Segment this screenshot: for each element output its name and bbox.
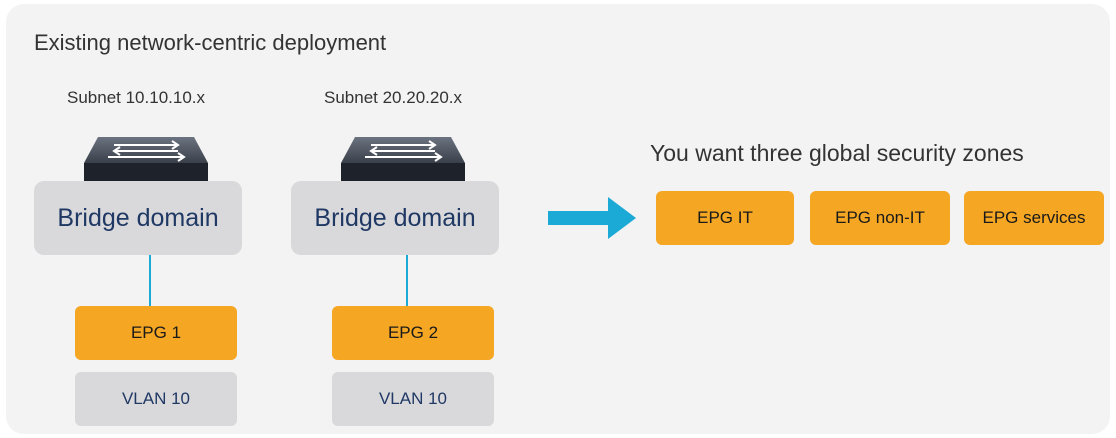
zones-title: You want three global security zones	[650, 140, 1024, 166]
left-vlan-box: VLAN 10	[75, 372, 237, 426]
left-connector-line	[149, 255, 151, 306]
zone-epg-services: EPG services	[964, 191, 1104, 245]
right-switch-icon	[341, 137, 465, 187]
right-connector-line	[406, 255, 408, 306]
zone-epg-non-it: EPG non-IT	[810, 191, 950, 245]
right-epg-box: EPG 2	[332, 306, 494, 360]
left-epg-box: EPG 1	[75, 306, 237, 360]
right-bridge-domain: Bridge domain	[291, 181, 499, 255]
left-switch-icon	[84, 137, 208, 187]
left-subnet-label: Subnet 10.10.10.x	[67, 88, 206, 107]
right-arrow-icon	[548, 197, 636, 239]
zone-epg-it: EPG IT	[656, 191, 794, 245]
right-subnet-label: Subnet 20.20.20.x	[324, 88, 463, 107]
diagram-title: Existing network-centric deployment	[34, 30, 387, 55]
right-vlan-box: VLAN 10	[332, 372, 494, 426]
left-bridge-domain: Bridge domain	[34, 181, 242, 255]
